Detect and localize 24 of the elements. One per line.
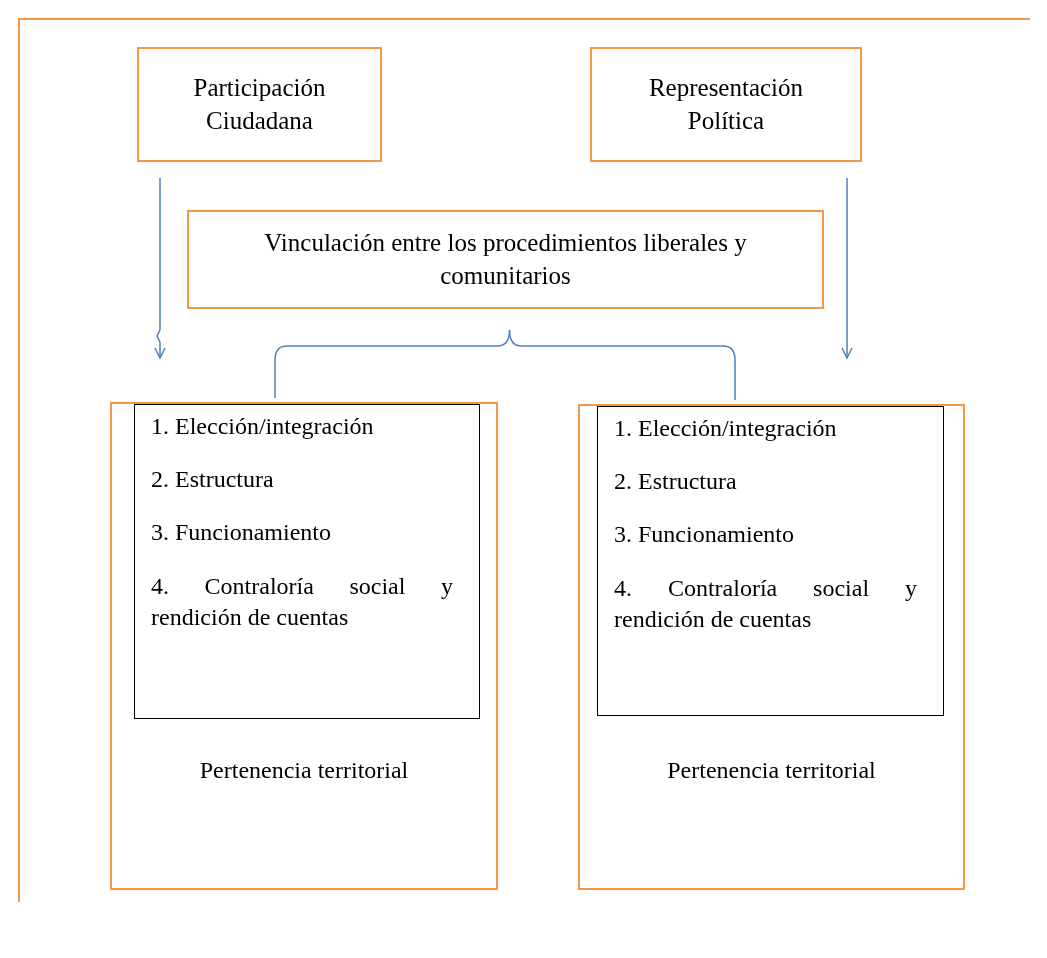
list-item: 4. Contraloría social y rendición de cuentas bbox=[614, 573, 917, 634]
list-box bbox=[597, 406, 944, 716]
list-item: 3. Funcionamiento bbox=[614, 520, 795, 550]
box-text: Pertenencia territorial bbox=[198, 756, 410, 785]
list-item: 1. Elección/integración bbox=[614, 414, 838, 443]
process-box bbox=[590, 47, 862, 162]
box-text: Vinculación entre los procedimientos liberales y comunitarios bbox=[263, 228, 748, 291]
process-box bbox=[187, 210, 824, 309]
process-box bbox=[578, 404, 965, 890]
process-box bbox=[110, 402, 498, 890]
arrow bbox=[154, 177, 166, 359]
process-box bbox=[137, 47, 382, 162]
list-item: 1. Elección/integración bbox=[151, 412, 375, 441]
list-item: 2. Estructura bbox=[614, 467, 738, 497]
arrow bbox=[841, 177, 853, 359]
box-text: Representación Política bbox=[647, 73, 805, 136]
list-item: 3. Funcionamiento bbox=[151, 518, 332, 548]
list-item: 4. Contraloría social y rendición de cuentas bbox=[151, 571, 453, 632]
frame-border bbox=[18, 18, 1030, 902]
list-item: 2. Estructura bbox=[151, 465, 275, 495]
box-text: Participación Ciudadana bbox=[192, 73, 327, 136]
box-text: Pertenencia territorial bbox=[666, 756, 877, 785]
list-box bbox=[134, 404, 480, 719]
brace-line bbox=[508, 329, 736, 401]
